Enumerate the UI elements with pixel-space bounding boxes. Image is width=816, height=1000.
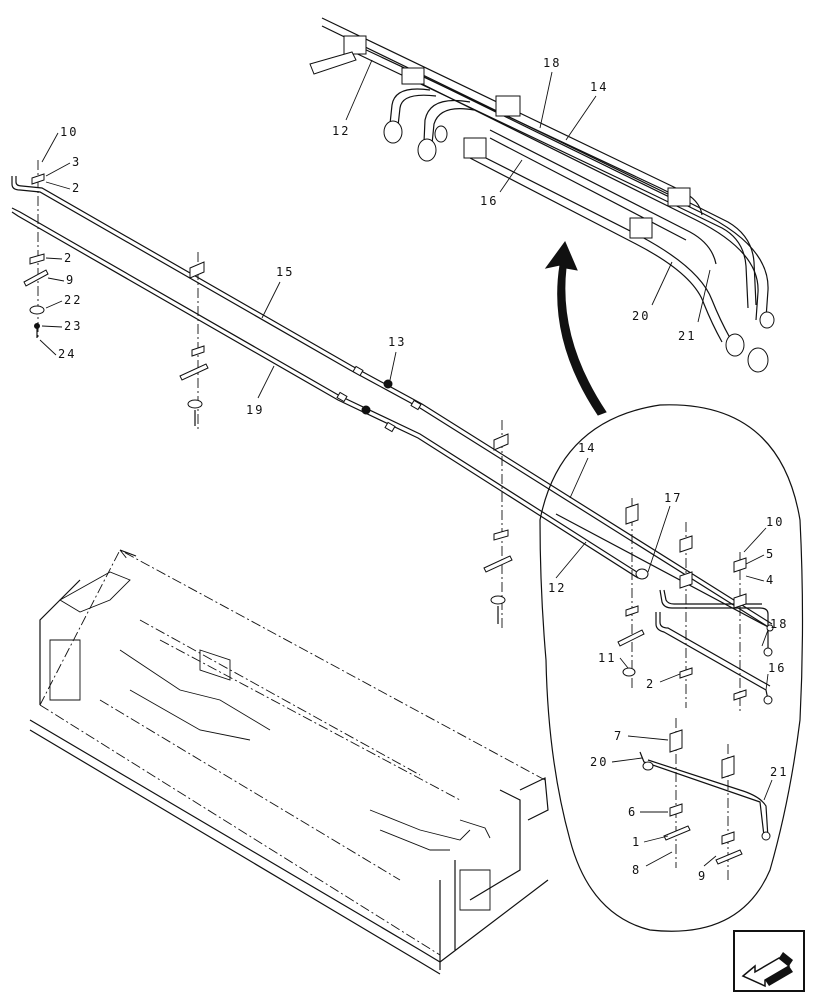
return-arrow-icon <box>733 930 805 992</box>
center-hardware-stack <box>483 420 513 628</box>
callout-detail-8: 8 <box>632 863 641 877</box>
callout-left-23: 23 <box>64 319 82 333</box>
callout-left-10: 10 <box>60 125 78 139</box>
callout-detail-4: 4 <box>766 573 775 587</box>
return-button[interactable] <box>733 930 805 992</box>
detail-hardware-stacks <box>617 498 747 880</box>
left-hardware-stack <box>23 160 49 340</box>
callout-detail-18: 18 <box>770 617 788 631</box>
callout-detail-17: 17 <box>664 491 682 505</box>
callout-top-18: 18 <box>543 56 561 70</box>
header-frame <box>29 549 549 975</box>
callout-left-2a: 2 <box>72 181 81 195</box>
callout-top-12: 12 <box>332 124 350 138</box>
callout-left-24: 24 <box>58 347 76 361</box>
main-callouts: 15 13 19 <box>246 265 406 417</box>
callout-detail-9: 9 <box>698 869 707 883</box>
callout-detail-16: 16 <box>768 661 786 675</box>
callout-detail-1: 1 <box>632 835 641 849</box>
callout-detail-10: 10 <box>766 515 784 529</box>
main-tube-lines <box>11 176 773 629</box>
curved-arrow-icon <box>544 240 607 416</box>
detail-bubble <box>539 404 804 932</box>
callout-detail-21: 21 <box>770 765 788 779</box>
detail-callouts: 14 17 12 10 5 4 18 11 2 16 7 20 21 6 1 8… <box>548 441 788 883</box>
callout-left-3: 3 <box>72 155 81 169</box>
middle-hardware-stack <box>179 252 209 430</box>
callout-left-22: 22 <box>64 293 82 307</box>
callout-top-16: 16 <box>480 194 498 208</box>
callout-detail-6: 6 <box>628 805 637 819</box>
detail-tubes <box>555 513 774 841</box>
callout-13: 13 <box>388 335 406 349</box>
callout-left-9: 9 <box>66 273 75 287</box>
callout-top-14: 14 <box>590 80 608 94</box>
callout-detail-14: 14 <box>578 441 596 455</box>
left-callouts: 10 3 2 2 9 22 23 24 <box>39 125 82 361</box>
callout-detail-2: 2 <box>646 677 655 691</box>
callout-detail-7: 7 <box>614 729 623 743</box>
callout-detail-11: 11 <box>598 651 616 665</box>
top-callouts: 12 18 14 16 20 21 <box>332 56 711 343</box>
callout-top-21: 21 <box>678 329 696 343</box>
callout-top-20: 20 <box>632 309 650 323</box>
callout-15: 15 <box>276 265 294 279</box>
callout-detail-12: 12 <box>548 581 566 595</box>
callout-left-2b: 2 <box>64 251 73 265</box>
tube-assembly-top <box>309 17 775 373</box>
callout-detail-5: 5 <box>766 547 775 561</box>
callout-19: 19 <box>246 403 264 417</box>
callout-detail-20: 20 <box>590 755 608 769</box>
